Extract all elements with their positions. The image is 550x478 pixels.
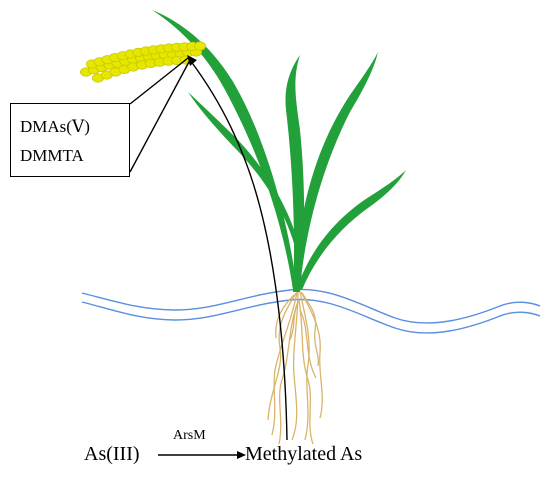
arsenic-species-label-box: DMAs(Ⅴ) DMMTA [10, 103, 130, 177]
species-label-dmas: DMAs(Ⅴ) [20, 117, 90, 136]
leaf-center [285, 55, 305, 292]
callout-line-top [129, 57, 189, 105]
leaf-right-upper [296, 52, 378, 270]
connector-lines [129, 57, 288, 456]
water-wave-lower [81, 298, 541, 334]
reaction-enzyme: ArsM [173, 428, 206, 443]
grain-panicle-icon [80, 41, 206, 83]
callout-line-bottom [129, 59, 191, 173]
water-wave-upper [81, 288, 541, 324]
rice-plant-icon [152, 10, 406, 292]
leaf-right-lower [297, 170, 406, 290]
reaction-reactant: As(III) [84, 443, 140, 465]
root-system-icon [267, 291, 323, 445]
species-label-dmmta: DMMTA [20, 146, 84, 165]
reaction-arrowhead [237, 451, 246, 459]
water-surface [81, 288, 541, 334]
transport-arrowhead [187, 55, 197, 66]
grain-kernel [193, 41, 206, 51]
reaction-product: Methylated As [245, 443, 363, 465]
transport-arrow-line [189, 59, 288, 441]
